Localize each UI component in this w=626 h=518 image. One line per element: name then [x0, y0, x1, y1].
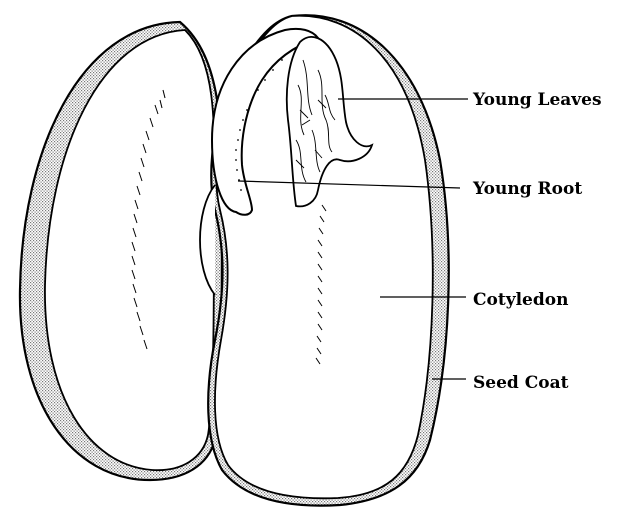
label-young-root: Young Root [473, 181, 582, 198]
label-young-leaves: Young Leaves [473, 92, 602, 109]
label-seed-coat: Seed Coat [473, 375, 568, 392]
label-cotyledon: Cotyledon [473, 292, 568, 309]
left-cotyledon [20, 22, 222, 480]
